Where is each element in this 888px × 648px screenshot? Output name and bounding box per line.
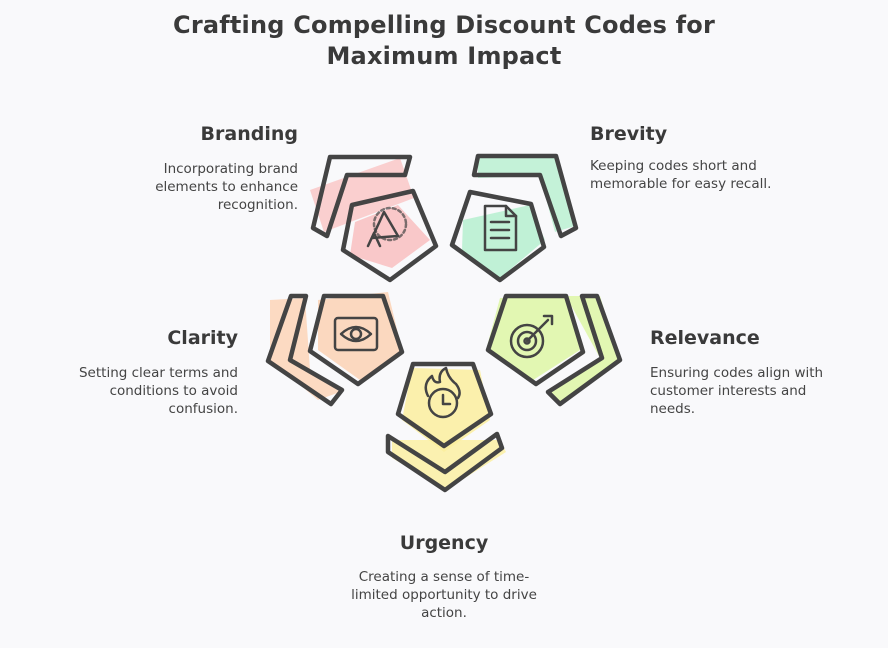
- urgency-heading: Urgency: [399, 532, 489, 554]
- document-icon: [483, 204, 518, 252]
- megaphone-icon: [366, 206, 408, 248]
- clock-fire-icon: [424, 366, 461, 419]
- title-line-2: Maximum Impact: [326, 42, 562, 70]
- relevance-segment: [485, 293, 623, 407]
- eye-icon: [333, 316, 379, 352]
- branding-heading: Branding: [200, 123, 298, 145]
- urgency-pentagon: [395, 361, 494, 449]
- urgency-segment: [385, 361, 506, 493]
- relevance-description: Ensuring codes align with customer inter…: [650, 365, 824, 417]
- clarity-pentagon: [307, 293, 405, 387]
- urgency-description: Creating a sense of time- limited opport…: [351, 569, 537, 621]
- title-line-1: Crafting Compelling Discount Codes for: [173, 11, 715, 39]
- branding-pentagon: [340, 188, 439, 283]
- branding-description: Incorporating brand elements to enhance …: [155, 161, 298, 213]
- brevity-segment: [449, 153, 579, 283]
- relevance-pentagon: [485, 293, 586, 387]
- clarity-segment: [265, 292, 405, 407]
- brevity-pentagon: [449, 189, 547, 283]
- brevity-heading: Brevity: [590, 123, 668, 145]
- target-icon: [509, 314, 554, 359]
- clarity-description: Setting clear terms and conditions to av…: [78, 365, 238, 417]
- relevance-heading: Relevance: [650, 327, 760, 349]
- branding-segment: [310, 154, 439, 283]
- brevity-description: Keeping codes short and memorable for ea…: [590, 158, 772, 192]
- clarity-heading: Clarity: [167, 327, 238, 349]
- page-title: Crafting Compelling Discount Codes for M…: [0, 10, 888, 72]
